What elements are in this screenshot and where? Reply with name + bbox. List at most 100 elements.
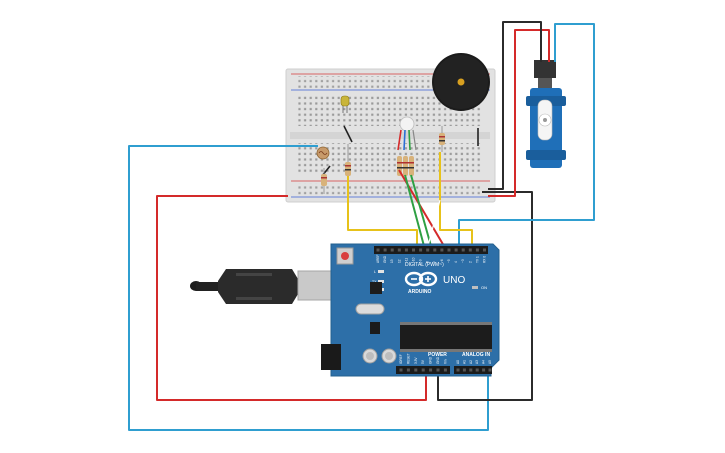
digital-pin-label: 2 (468, 261, 472, 263)
power-pin (421, 368, 425, 372)
digital-pin (433, 248, 437, 252)
digital-pin-label: 8 (426, 261, 430, 263)
wire-black-servo (488, 21, 542, 190)
model-label: UNO (443, 275, 465, 286)
resistor (321, 168, 327, 194)
digital-pin (461, 248, 465, 252)
power-pin (406, 368, 410, 372)
resistor (439, 126, 445, 152)
buzzer (432, 53, 490, 111)
analog-pin-label: A3 (475, 360, 479, 364)
analog-pin-label: A4 (482, 360, 486, 364)
usb-chip (370, 282, 382, 294)
servo (526, 60, 566, 168)
digital-pin-label: 4 (454, 261, 458, 263)
power-pin-label: RESET (406, 353, 410, 364)
analog-pin (475, 368, 479, 372)
wire-yellow-buzzer (439, 152, 473, 246)
power-pin (443, 368, 447, 372)
power-label: POWER (428, 352, 447, 358)
digital-pin (404, 248, 408, 252)
digital-pin (412, 248, 415, 252)
digital-pin (419, 248, 423, 252)
digital-pin-label: 12 (397, 259, 401, 263)
digital-pin-label: GND (383, 255, 387, 263)
power-pin-label: GND (429, 356, 433, 364)
power-pin-label: 5V (421, 359, 425, 364)
digital-pin (397, 248, 401, 252)
analog-pin (462, 368, 466, 372)
wires (128, 21, 595, 431)
power-pin-label: Vin (443, 359, 447, 364)
photoresistor (316, 146, 330, 160)
digital-pin-label: ~10 (412, 257, 416, 263)
digital-pin-label: ~3 (461, 259, 465, 263)
wire-red-power (156, 195, 427, 401)
on-label: ON (481, 285, 487, 290)
digital-label: DIGITAL (PWM~) (405, 262, 444, 268)
analog-pin (456, 368, 460, 372)
analog-label: ANALOG IN (462, 352, 490, 358)
digital-pin (426, 248, 430, 252)
wire-blue-sensor (128, 145, 489, 431)
digital-pin (440, 248, 444, 252)
analog-pin (469, 368, 473, 372)
digital-pin (475, 248, 479, 252)
rgb-led (397, 116, 417, 151)
led-l-label: L (374, 270, 376, 274)
digital-pin (383, 248, 387, 252)
analog-header (454, 366, 492, 374)
digital-header (374, 246, 488, 254)
power-pin-label: IOREF (399, 354, 403, 364)
power-pin (429, 368, 433, 372)
wire-yellow-led (347, 176, 418, 246)
power-pin (399, 368, 403, 372)
digital-pin (454, 248, 458, 252)
analog-pin-label: A5 (488, 360, 492, 364)
digital-pin-label: ~6 (440, 259, 444, 263)
digital-pin-label: TX 1 (475, 256, 479, 263)
digital-pin-label: 13 (390, 259, 394, 263)
analog-pin (488, 368, 492, 372)
digital-pin (376, 248, 380, 252)
power-jack (321, 344, 341, 370)
icsp-header (370, 322, 380, 334)
digital-pin-label: AREF (376, 254, 380, 263)
led (340, 95, 350, 113)
wire-red-servo (488, 29, 550, 197)
wire-green-rgb-2 (410, 174, 432, 247)
digital-pin-label: ~11 (404, 258, 408, 263)
usb-cable (190, 269, 342, 304)
power-pin (414, 368, 418, 372)
servo-horn (537, 99, 553, 141)
wire-blue-servo (458, 23, 595, 246)
arduino-logo (404, 271, 438, 287)
crystal (355, 303, 385, 315)
power-pin (436, 368, 440, 372)
digital-pin-label: 7 (433, 261, 437, 263)
digital-pin-label: ~5 (447, 259, 451, 263)
digital-pin (447, 248, 451, 252)
analog-pin (482, 368, 486, 372)
analog-pin-label: A0 (456, 360, 460, 364)
digital-pin-label: RX 0 (483, 256, 487, 263)
brand-label: ARDUINO (408, 289, 431, 295)
digital-pin (483, 248, 486, 252)
power-pin-label: GND (436, 356, 440, 364)
wire-white-rgb (427, 199, 441, 247)
power-pin-label: 3.3V (414, 357, 418, 364)
digital-pin-label: ~9 (419, 259, 423, 263)
resistor-bank (397, 156, 414, 176)
jumper-wire (343, 125, 353, 143)
analog-pin-label: A2 (469, 360, 473, 364)
microcontroller (400, 325, 492, 349)
analog-pin-label: A1 (462, 360, 466, 364)
digital-pin (468, 248, 472, 252)
digital-pin (390, 248, 394, 252)
wire-green-rgb (404, 174, 425, 247)
